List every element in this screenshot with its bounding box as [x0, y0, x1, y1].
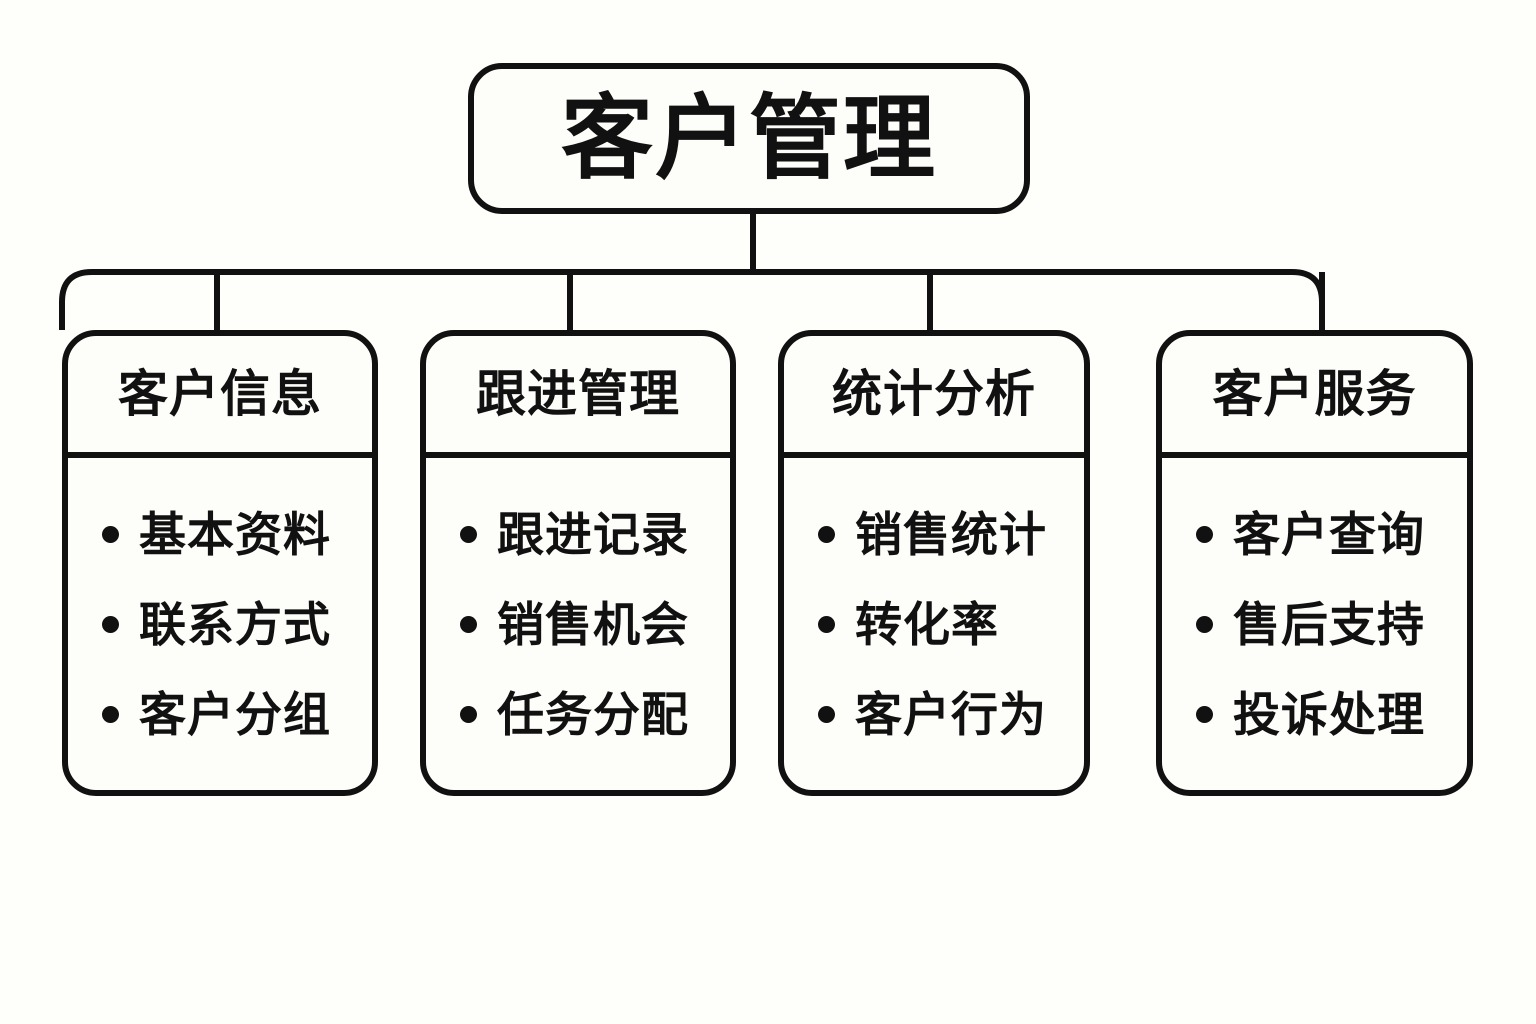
child-node-statistics-analysis[interactable]: 统计分析 销售统计 转化率 客户行为: [778, 330, 1090, 796]
child-node-customer-info[interactable]: 客户信息 基本资料 联系方式 客户分组: [62, 330, 378, 796]
list-item-label: 投诉处理: [1233, 687, 1425, 741]
child-node-header: 客户服务: [1162, 336, 1467, 458]
list-item-label: 客户查询: [1233, 507, 1425, 561]
list-item[interactable]: 销售机会: [460, 579, 730, 669]
bullet-icon: [1196, 615, 1213, 633]
list-item-label: 售后支持: [1233, 597, 1425, 651]
list-item-label: 销售统计: [855, 507, 1047, 561]
child-node-followup-management[interactable]: 跟进管理 跟进记录 销售机会 任务分配: [420, 330, 736, 796]
list-item[interactable]: 售后支持: [1196, 579, 1467, 669]
child-node-title: 客户服务: [1212, 366, 1417, 422]
root-node-customer-management[interactable]: 客户管理: [468, 63, 1030, 214]
child-node-header: 统计分析: [784, 336, 1084, 458]
list-item-label: 客户分组: [139, 687, 331, 741]
list-item-label: 基本资料: [139, 507, 331, 561]
list-item[interactable]: 销售统计: [818, 489, 1084, 579]
child-node-title: 跟进管理: [476, 366, 680, 422]
bullet-icon: [102, 705, 119, 723]
child-node-title: 统计分析: [832, 366, 1036, 422]
child-node-item-list: 客户查询 售后支持 投诉处理: [1162, 458, 1467, 790]
list-item[interactable]: 客户分组: [102, 669, 372, 759]
list-item-label: 任务分配: [497, 687, 689, 741]
child-node-header: 客户信息: [68, 336, 372, 458]
bullet-icon: [102, 615, 119, 633]
list-item[interactable]: 任务分配: [460, 669, 730, 759]
bullet-icon: [1196, 705, 1213, 723]
connector-bus: [59, 269, 1325, 330]
list-item[interactable]: 联系方式: [102, 579, 372, 669]
bullet-icon: [818, 615, 835, 633]
child-node-header: 跟进管理: [426, 336, 730, 458]
list-item[interactable]: 客户查询: [1196, 489, 1467, 579]
bullet-icon: [1196, 525, 1213, 543]
list-item[interactable]: 跟进记录: [460, 489, 730, 579]
list-item-label: 转化率: [855, 597, 999, 651]
list-item[interactable]: 客户行为: [818, 669, 1084, 759]
list-item-label: 客户行为: [855, 687, 1047, 741]
list-item-label: 跟进记录: [497, 507, 689, 561]
list-item-label: 销售机会: [497, 597, 689, 651]
bullet-icon: [102, 525, 119, 543]
root-node-title: 客户管理: [560, 87, 937, 190]
bullet-icon: [460, 525, 477, 543]
bullet-icon: [460, 615, 477, 633]
child-node-title: 客户信息: [118, 366, 322, 422]
child-node-item-list: 基本资料 联系方式 客户分组: [68, 458, 372, 790]
child-node-item-list: 跟进记录 销售机会 任务分配: [426, 458, 730, 790]
bullet-icon: [818, 705, 835, 723]
list-item[interactable]: 基本资料: [102, 489, 372, 579]
list-item[interactable]: 投诉处理: [1196, 669, 1467, 759]
child-node-item-list: 销售统计 转化率 客户行为: [784, 458, 1084, 790]
bullet-icon: [818, 525, 835, 543]
child-node-customer-service[interactable]: 客户服务 客户查询 售后支持 投诉处理: [1156, 330, 1473, 796]
list-item[interactable]: 转化率: [818, 579, 1084, 669]
bullet-icon: [460, 705, 477, 723]
list-item-label: 联系方式: [139, 597, 331, 651]
